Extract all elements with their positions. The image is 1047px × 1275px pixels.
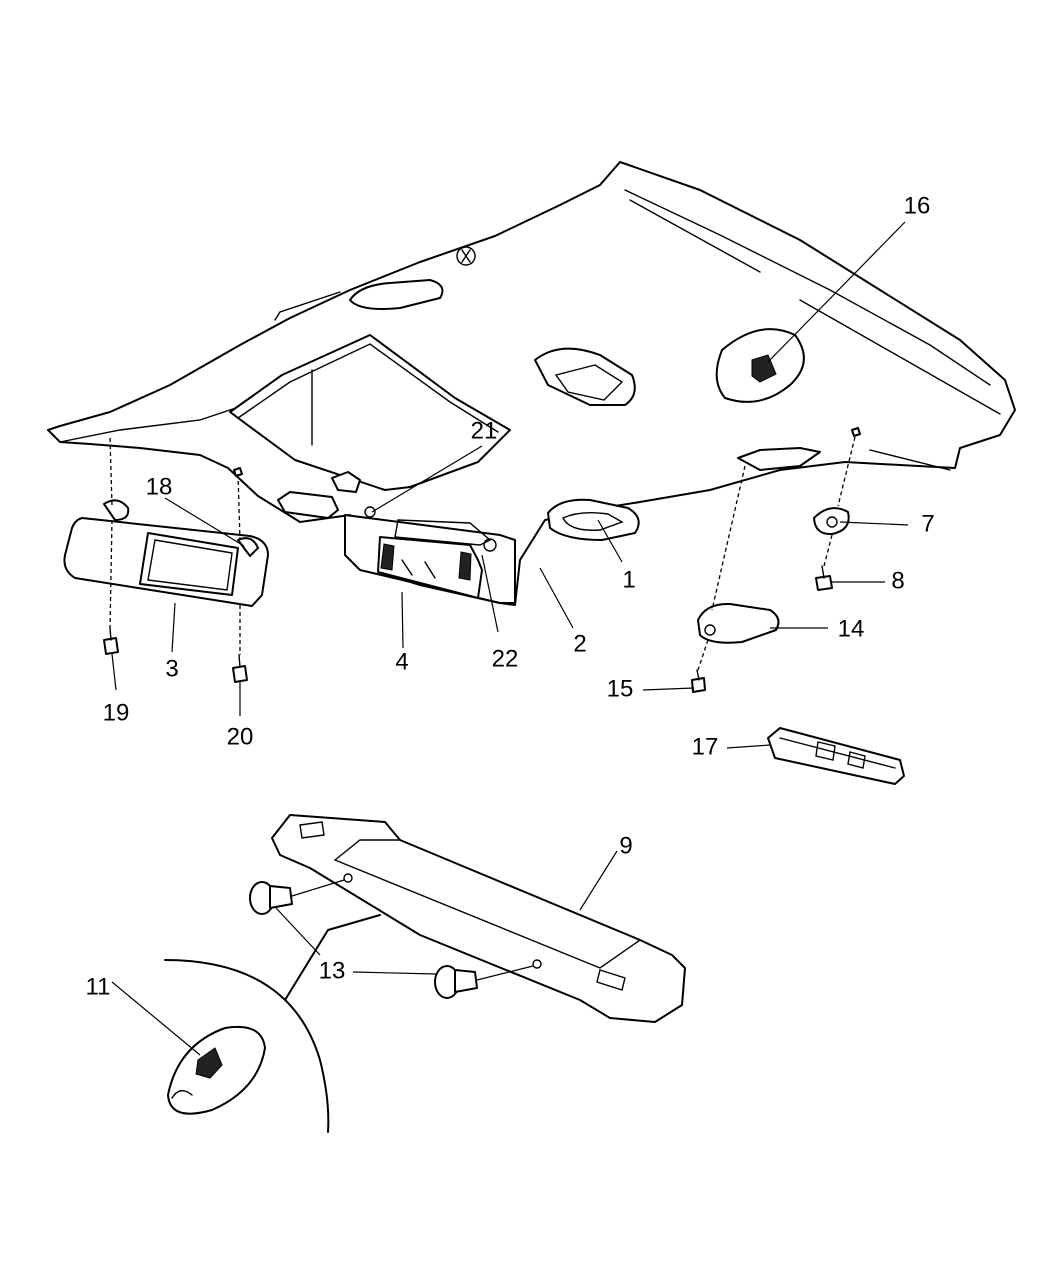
callouts: 1 2 3 4 7 8 9 11 13 14 15 16 17 18 19 20… [86,192,935,1000]
callout-14: 14 [838,615,865,642]
callout-8: 8 [891,567,904,594]
rear-handle-recess [737,447,821,471]
screw-19 [103,627,119,655]
sun-visor-3 [63,499,269,607]
callout-11: 11 [86,973,111,1000]
callout-18: 18 [146,473,173,500]
callout-13: 13 [319,957,346,984]
callout-22: 22 [492,645,519,672]
clip-18 [233,467,243,477]
grab-handle-14 [697,602,780,644]
callout-9: 9 [619,832,632,859]
callout-7: 7 [921,510,934,537]
screw-15 [691,669,706,693]
callout-3: 3 [165,655,178,682]
front-grab-handle-recess [349,246,476,310]
callout-4: 4 [395,648,408,675]
grab-handle-1 [547,498,640,541]
callout-20: 20 [227,723,254,750]
bracket-17 [767,727,905,785]
callout-2: 2 [573,630,586,657]
callout-21: 21 [471,417,498,444]
console-trim-9 [271,814,686,1023]
rear-dome-light [534,347,636,406]
callout-15: 15 [607,675,634,702]
push-pin-13b [434,965,534,999]
callout-16: 16 [904,192,931,219]
screw-8 [815,565,833,591]
screw-20 [232,654,248,683]
push-pin-13a [249,879,345,915]
callout-19: 19 [103,699,130,726]
alignment-lines [109,436,856,671]
callout-17: 17 [692,733,719,760]
front-lamp-openings [277,471,361,519]
visor-clip-7 [813,507,850,536]
overhead-console-4 [344,506,516,604]
callout-1: 1 [622,566,635,593]
detail-view [164,914,381,1133]
leader-lines [111,221,909,1056]
clip-16 [751,354,777,383]
small-clip [851,427,861,437]
